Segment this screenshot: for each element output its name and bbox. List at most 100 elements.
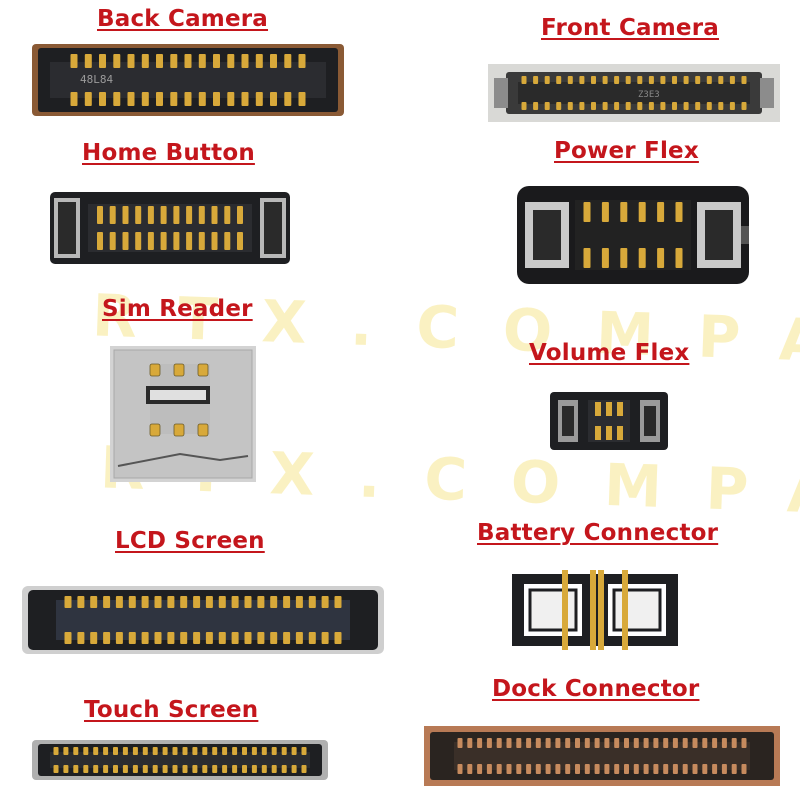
connector-pin (516, 738, 522, 748)
connector-pin (657, 202, 665, 222)
connector-pin (334, 596, 342, 608)
connector-pin (182, 747, 188, 755)
connector-pin (706, 76, 712, 84)
connector-pin (567, 76, 573, 84)
connector-pin (321, 632, 329, 644)
connector-pin (186, 206, 193, 224)
connector-pin (672, 738, 678, 748)
connector-pin (103, 596, 111, 608)
connector-pin (237, 232, 243, 250)
connector-pin (270, 54, 277, 68)
connector-pin (614, 764, 620, 774)
connector-pin (213, 92, 220, 106)
connector-pin (257, 596, 265, 608)
connector-pin (567, 102, 573, 110)
back-camera-chip-text: 48L84 (80, 73, 113, 86)
connector-pin (147, 232, 154, 250)
connector-pin (99, 92, 106, 106)
connector-pin (584, 764, 590, 774)
connector-pin (477, 738, 483, 748)
connector-pin (237, 206, 243, 224)
connector-pin (521, 76, 527, 84)
connector-pin (637, 102, 643, 110)
connector-pin (283, 596, 291, 608)
connector-pin (257, 632, 265, 644)
connector-pin (63, 747, 69, 755)
connector-pin (638, 202, 646, 222)
connector-pin (672, 76, 677, 84)
connector-pin (731, 764, 737, 774)
connector-pin (232, 747, 238, 755)
connector-pin (604, 738, 610, 748)
label-sim-reader: Sim Reader (102, 296, 253, 322)
connector-pin (283, 632, 291, 644)
connector-pin (83, 765, 89, 773)
connector-pin (127, 92, 135, 106)
connector-pin (242, 747, 247, 755)
connector-pin (141, 54, 149, 68)
connector-pin (457, 738, 463, 748)
connector-pin (602, 76, 608, 84)
connector-pin (172, 747, 178, 755)
connector-pin (291, 765, 297, 773)
connector-pin (64, 632, 72, 644)
connector-pin (152, 765, 158, 773)
connector-pin (624, 764, 629, 774)
connector-pin (180, 632, 188, 644)
connector-pin (224, 206, 231, 224)
connector-pin (712, 738, 718, 748)
connector-pin (692, 738, 698, 748)
connector-pin (729, 76, 735, 84)
connector-pin (718, 102, 724, 110)
connector-pin (73, 765, 79, 773)
power-flex-connector-image (517, 186, 749, 284)
connector-pin (147, 206, 154, 224)
connector-pin (90, 596, 98, 608)
connector-pin (167, 596, 175, 608)
connector-pin (334, 632, 342, 644)
connector-pin (721, 738, 727, 748)
connector-pin (122, 206, 129, 224)
connector-pin (565, 764, 571, 774)
connector-pin (729, 102, 735, 110)
connector-pin (486, 738, 492, 748)
battery-connector-image (512, 570, 678, 650)
connector-pin (467, 738, 473, 748)
connector-pin (301, 765, 307, 773)
connector-pin (526, 764, 532, 774)
connector-pin (321, 596, 329, 608)
connector-pin (653, 738, 659, 748)
connector-pin (251, 747, 257, 755)
connector-pin (718, 76, 724, 84)
connector-pin (486, 764, 492, 774)
connector-pin (227, 92, 235, 106)
connector-pin (132, 765, 138, 773)
connector-pin (301, 747, 307, 755)
connector-pin (222, 747, 228, 755)
connector-pin (298, 92, 306, 106)
connector-pin (633, 764, 639, 774)
connector-pin (706, 102, 712, 110)
connector-pin (211, 232, 218, 250)
connector-pin (77, 596, 85, 608)
connector-pin (115, 596, 123, 608)
connector-pin (167, 632, 175, 644)
connector-pin (625, 76, 631, 84)
connector-pin (584, 738, 590, 748)
connector-pin (213, 54, 220, 68)
connector-pin (162, 747, 168, 755)
connector-pin (198, 54, 206, 68)
connector-pin (506, 764, 512, 774)
connector-pin (457, 764, 463, 774)
connector-pin (614, 102, 620, 110)
connector-pin (672, 764, 678, 774)
connector-pin (695, 102, 701, 110)
connector-pin (141, 92, 149, 106)
connector-pin (162, 765, 168, 773)
connector-pin (241, 54, 249, 68)
connector-pin (281, 765, 287, 773)
connector-pin (579, 76, 585, 84)
connector-pin (70, 92, 78, 106)
label-lcd-screen: LCD Screen (115, 528, 265, 554)
connector-pin (251, 765, 257, 773)
